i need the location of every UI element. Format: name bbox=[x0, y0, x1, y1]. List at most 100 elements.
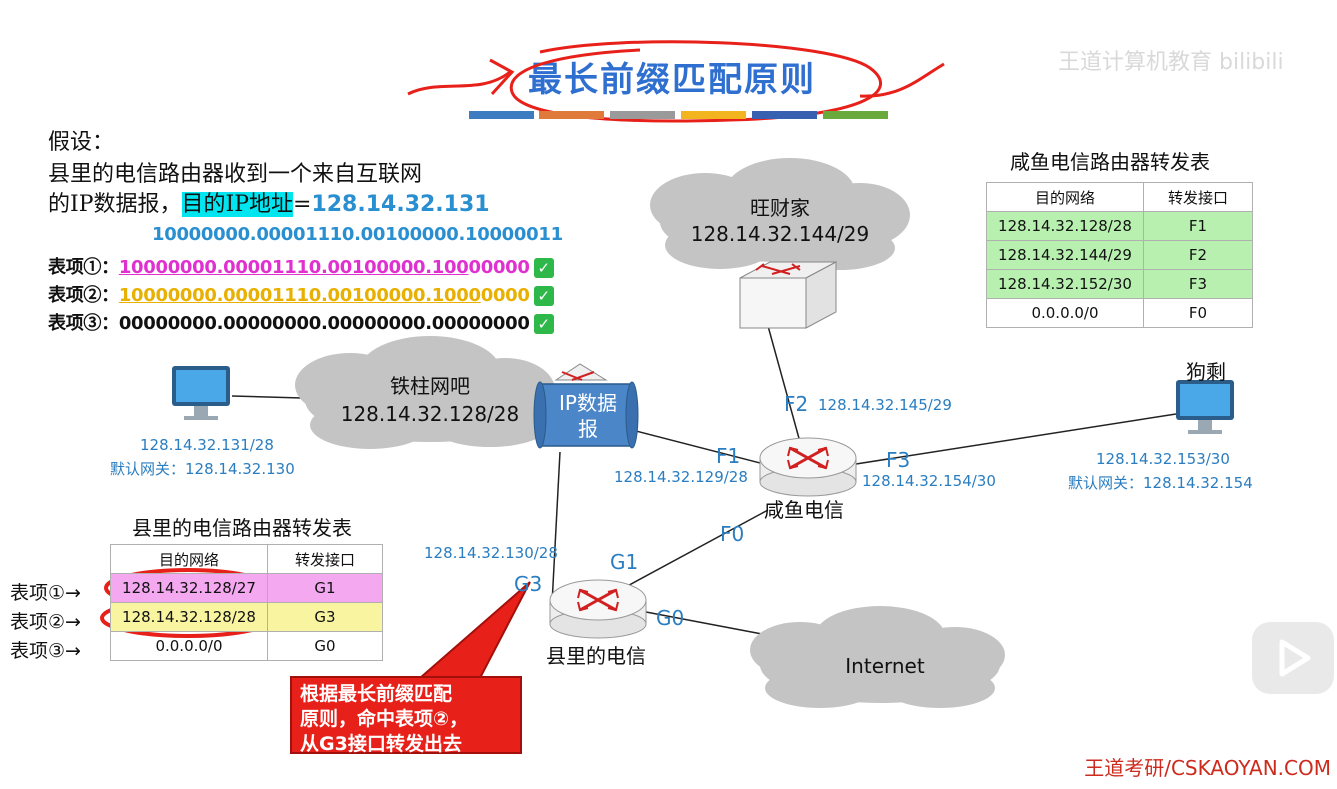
header-iface: 转发接口 bbox=[267, 544, 383, 574]
title-bar-4 bbox=[681, 111, 746, 119]
entry2-label: 表项②： bbox=[48, 285, 119, 306]
table-row: 0.0.0.0/0 F0 bbox=[986, 298, 1253, 328]
entry2-line: 表项②：10000000.00001110.00100000.10000000✓ bbox=[48, 281, 554, 307]
pc-right-gateway: 默认网关：128.14.32.154 bbox=[1068, 474, 1253, 492]
wangcai-name: 旺财家 bbox=[750, 196, 810, 220]
check-icon: ✓ bbox=[533, 286, 554, 306]
table-row: 128.14.32.144/29 F2 bbox=[986, 240, 1253, 270]
pc-right-name: 狗剩 bbox=[1186, 360, 1226, 384]
play-button[interactable] bbox=[1252, 622, 1334, 694]
assumption-line2-prefix: 的IP数据报， bbox=[48, 192, 182, 217]
entry1-label: 表项①： bbox=[48, 257, 119, 278]
link-f2 bbox=[767, 325, 801, 443]
header-iface: 转发接口 bbox=[1143, 182, 1253, 212]
table-cell: 0.0.0.0/0 bbox=[986, 298, 1144, 328]
county-forwarding-table: 目的网络 转发接口 128.14.32.128/27 G1 128.14.32.… bbox=[110, 544, 383, 661]
packet-icon bbox=[533, 363, 639, 449]
title-bar-6 bbox=[823, 111, 888, 119]
table-cell: 128.14.32.128/27 bbox=[110, 573, 268, 603]
link-f3 bbox=[855, 413, 1177, 465]
link-f1 bbox=[631, 429, 765, 465]
pc-left-icon bbox=[172, 366, 230, 420]
county-table-title: 县里的电信路由器转发表 bbox=[132, 516, 352, 540]
play-icon bbox=[1279, 639, 1311, 677]
table-row: 0.0.0.0/0 G0 bbox=[110, 631, 383, 661]
pc-left-ip: 128.14.32.131/28 bbox=[140, 436, 274, 454]
table-row: 128.14.32.128/27 G1 bbox=[110, 573, 383, 603]
watermark: 王道计算机教育 bilibili bbox=[1058, 50, 1284, 75]
link-f0-g1 bbox=[619, 509, 769, 591]
table-row: 128.14.32.128/28 G3 bbox=[110, 602, 383, 632]
title-bar-2 bbox=[539, 111, 604, 119]
if-g1: G1 bbox=[610, 550, 639, 574]
wangcai-net: 128.14.32.144/29 bbox=[690, 222, 870, 246]
xianyu-table-title: 咸鱼电信路由器转发表 bbox=[1010, 150, 1210, 174]
entry3-label: 表项③： bbox=[48, 313, 119, 334]
router-county-name: 县里的电信 bbox=[546, 644, 646, 668]
cloud-wangcai bbox=[650, 158, 910, 270]
if-f3-ip: 128.14.32.154/30 bbox=[862, 472, 996, 490]
if-f2: F2 bbox=[784, 392, 809, 416]
dest-binary: 10000000.00001110.00100000.10000011 bbox=[152, 224, 563, 245]
check-icon: ✓ bbox=[533, 314, 554, 334]
entry1-rest: 00000 bbox=[468, 257, 530, 278]
if-f3: F3 bbox=[886, 448, 911, 472]
if-f0: F0 bbox=[720, 522, 745, 546]
switch-icon bbox=[739, 261, 837, 329]
entry1-line: 表项①：10000000.00001110.00100000.10000000✓ bbox=[48, 253, 554, 279]
link-pc-left-tiezhu bbox=[231, 395, 303, 399]
assumption-label: 假设： bbox=[48, 130, 115, 155]
tiezhu-name: 铁柱网吧 bbox=[390, 374, 470, 398]
callout-line1: 根据最长前缀匹配 bbox=[300, 683, 453, 705]
county-row-label-2: 表项②→ bbox=[10, 611, 81, 633]
if-g0: G0 bbox=[656, 606, 685, 630]
assumption-eq: = bbox=[293, 192, 312, 217]
table-cell: F1 bbox=[1143, 211, 1253, 241]
assumption-line1: 县里的电信路由器收到一个来自互联网 bbox=[48, 162, 423, 187]
title-bar-1 bbox=[469, 111, 534, 119]
tiezhu-net: 128.14.32.128/28 bbox=[340, 402, 520, 426]
if-f1-ip: 128.14.32.129/28 bbox=[614, 468, 748, 486]
title-bar-5 bbox=[752, 111, 817, 119]
link-g0 bbox=[645, 611, 763, 635]
if-g3-ip: 128.14.32.130/28 bbox=[424, 544, 558, 562]
table-cell: F3 bbox=[1143, 269, 1253, 299]
table-cell: G0 bbox=[267, 631, 383, 661]
table-cell: 128.14.32.152/30 bbox=[986, 269, 1144, 299]
header-dest: 目的网络 bbox=[986, 182, 1144, 212]
pc-right-icon bbox=[1176, 380, 1234, 434]
dest-ip-highlight: 目的IP地址 bbox=[181, 192, 293, 217]
header-dest: 目的网络 bbox=[110, 544, 268, 574]
county-row-label-3: 表项③→ bbox=[10, 640, 81, 662]
router-xianyu-name: 咸鱼电信 bbox=[764, 498, 844, 522]
table-row: 128.14.32.128/28 F1 bbox=[986, 211, 1253, 241]
table-cell: 0.0.0.0/0 bbox=[110, 631, 268, 661]
entry3-line: 表项③：00000000.00000000.00000000.00000000✓ bbox=[48, 309, 554, 335]
table-cell: F0 bbox=[1143, 298, 1253, 328]
table-cell: F2 bbox=[1143, 240, 1253, 270]
if-g3: G3 bbox=[514, 572, 543, 596]
entry1-match: 10000000.00001110.00100000.100 bbox=[118, 257, 469, 278]
pc-left-gateway: 默认网关：128.14.32.130 bbox=[110, 460, 295, 478]
if-f1: F1 bbox=[716, 444, 741, 468]
check-icon: ✓ bbox=[533, 258, 554, 278]
table-header: 目的网络 转发接口 bbox=[986, 182, 1253, 212]
internet-label: Internet bbox=[845, 654, 925, 678]
router-xianyu-icon bbox=[759, 437, 857, 497]
callout-line2: 原则，命中表项②， bbox=[300, 708, 469, 730]
router-county-icon bbox=[549, 579, 647, 639]
pc-right-ip: 128.14.32.153/30 bbox=[1096, 450, 1230, 468]
table-cell: 128.14.32.128/28 bbox=[986, 211, 1144, 241]
link-g3 bbox=[551, 451, 561, 605]
title-bar-3 bbox=[610, 111, 675, 119]
entry3-rest: 00000000.00000000.00000000.00000000 bbox=[118, 313, 530, 334]
entry2-rest: 0000 bbox=[480, 285, 530, 306]
dest-ip-value: 128.14.32.131 bbox=[311, 192, 490, 217]
cloud-internet bbox=[750, 606, 1005, 708]
xianyu-forwarding-table: 目的网络 转发接口 128.14.32.128/28 F1 128.14.32.… bbox=[986, 182, 1253, 328]
table-cell: 128.14.32.128/28 bbox=[110, 602, 268, 632]
callout-line3: 从G3接口转发出去 bbox=[300, 733, 462, 755]
callout-pointer bbox=[417, 581, 531, 679]
table-cell: G3 bbox=[267, 602, 383, 632]
